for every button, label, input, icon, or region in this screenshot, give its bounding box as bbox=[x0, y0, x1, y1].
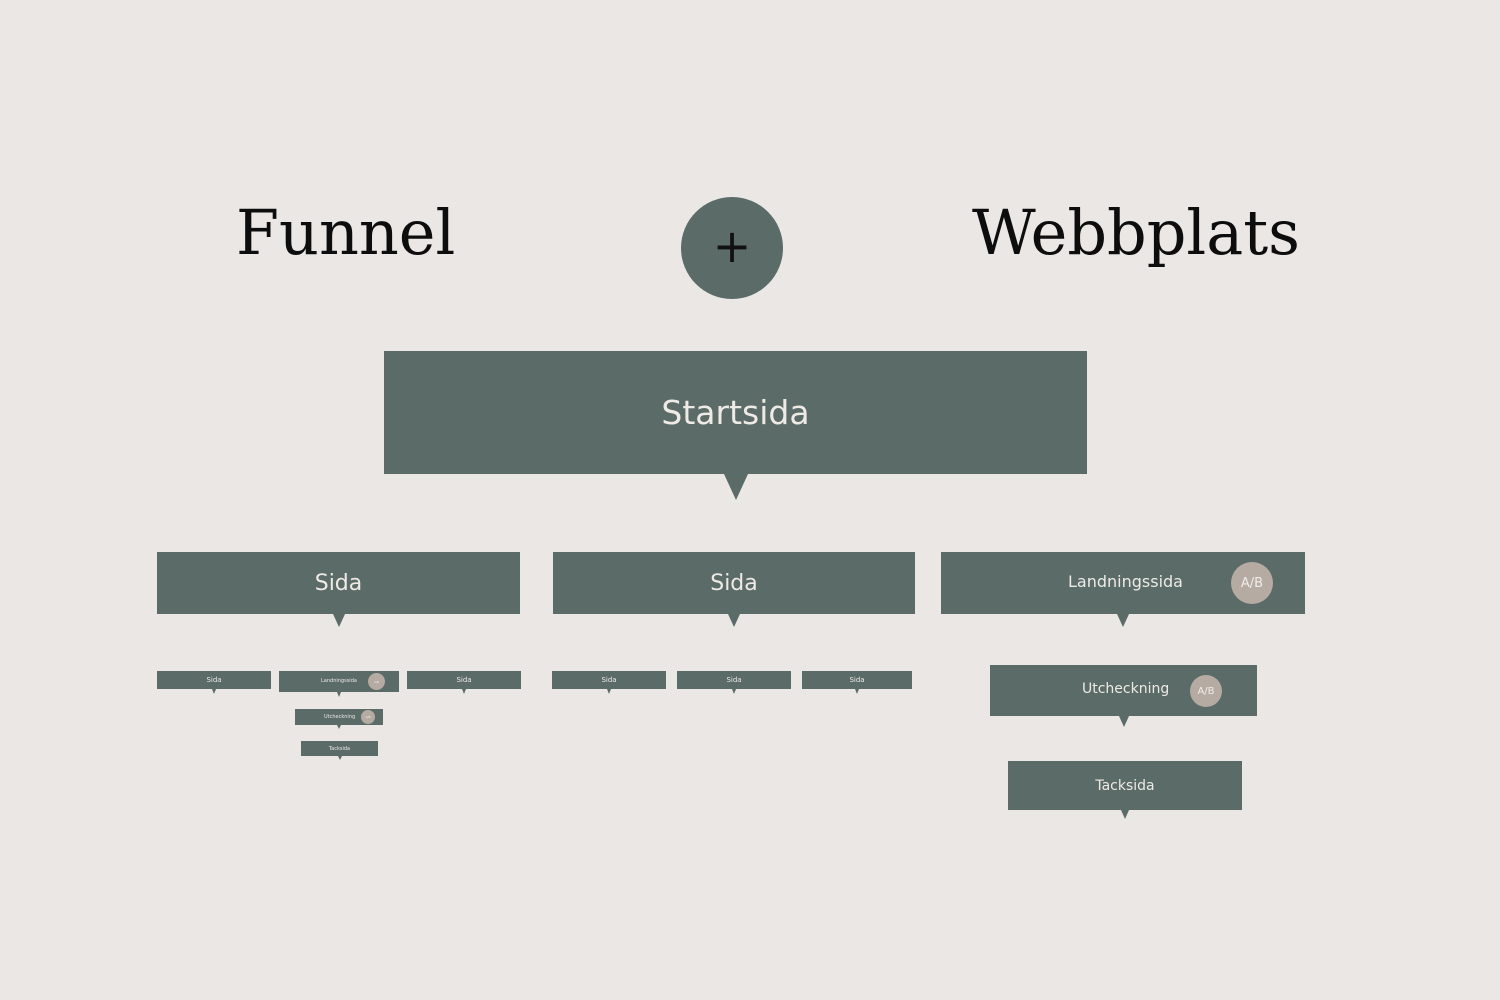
middle-child-sida-3-label: Sida bbox=[849, 676, 865, 684]
startsida-label: Startsida bbox=[661, 393, 810, 432]
right-tacksida-label: Tacksida bbox=[1095, 777, 1155, 794]
ab-badge-small: A/B bbox=[361, 710, 375, 724]
sida-label-middle: Sida bbox=[710, 570, 758, 596]
landningssida-label-right: Landningssida bbox=[1068, 572, 1183, 591]
left-utcheckning-node: Utcheckning A/B bbox=[295, 709, 383, 725]
left-tacksida-node: Tacksida bbox=[301, 741, 378, 756]
ab-badge: A/B bbox=[1190, 675, 1222, 707]
left-utcheckning-label: Utcheckning bbox=[324, 714, 356, 720]
left-child-landningssida-label: Landningssida bbox=[321, 678, 357, 684]
middle-child-sida-1: Sida bbox=[552, 671, 666, 689]
ab-badge: A/B bbox=[1231, 562, 1273, 604]
right-utcheckning-label: Utcheckning bbox=[1082, 681, 1170, 697]
ab-badge-small: A/B bbox=[368, 673, 385, 690]
sida-node-left: Sida bbox=[157, 552, 520, 614]
left-child-sida-1-label: Sida bbox=[206, 676, 222, 684]
plus-icon: + bbox=[681, 197, 783, 299]
funnel-title: Funnel bbox=[236, 196, 456, 269]
right-utcheckning-node: Utcheckning A/B bbox=[990, 665, 1257, 716]
left-child-landningssida: Landningssida A/B bbox=[279, 671, 399, 692]
left-child-sida-1: Sida bbox=[157, 671, 271, 689]
middle-child-sida-3: Sida bbox=[802, 671, 912, 689]
middle-child-sida-2: Sida bbox=[677, 671, 791, 689]
left-child-sida-3: Sida bbox=[407, 671, 521, 689]
middle-child-sida-2-label: Sida bbox=[726, 676, 742, 684]
plus-symbol: + bbox=[712, 219, 752, 273]
middle-child-sida-1-label: Sida bbox=[601, 676, 617, 684]
startsida-node: Startsida bbox=[384, 351, 1087, 474]
sida-node-middle: Sida bbox=[553, 552, 915, 614]
landningssida-node-right: Landningssida A/B bbox=[941, 552, 1305, 614]
right-tacksida-node: Tacksida bbox=[1008, 761, 1242, 810]
webbplats-title: Webbplats bbox=[972, 196, 1300, 269]
left-tacksida-label: Tacksida bbox=[328, 745, 351, 752]
left-child-sida-3-label: Sida bbox=[456, 676, 472, 684]
sida-label-left: Sida bbox=[314, 570, 363, 596]
